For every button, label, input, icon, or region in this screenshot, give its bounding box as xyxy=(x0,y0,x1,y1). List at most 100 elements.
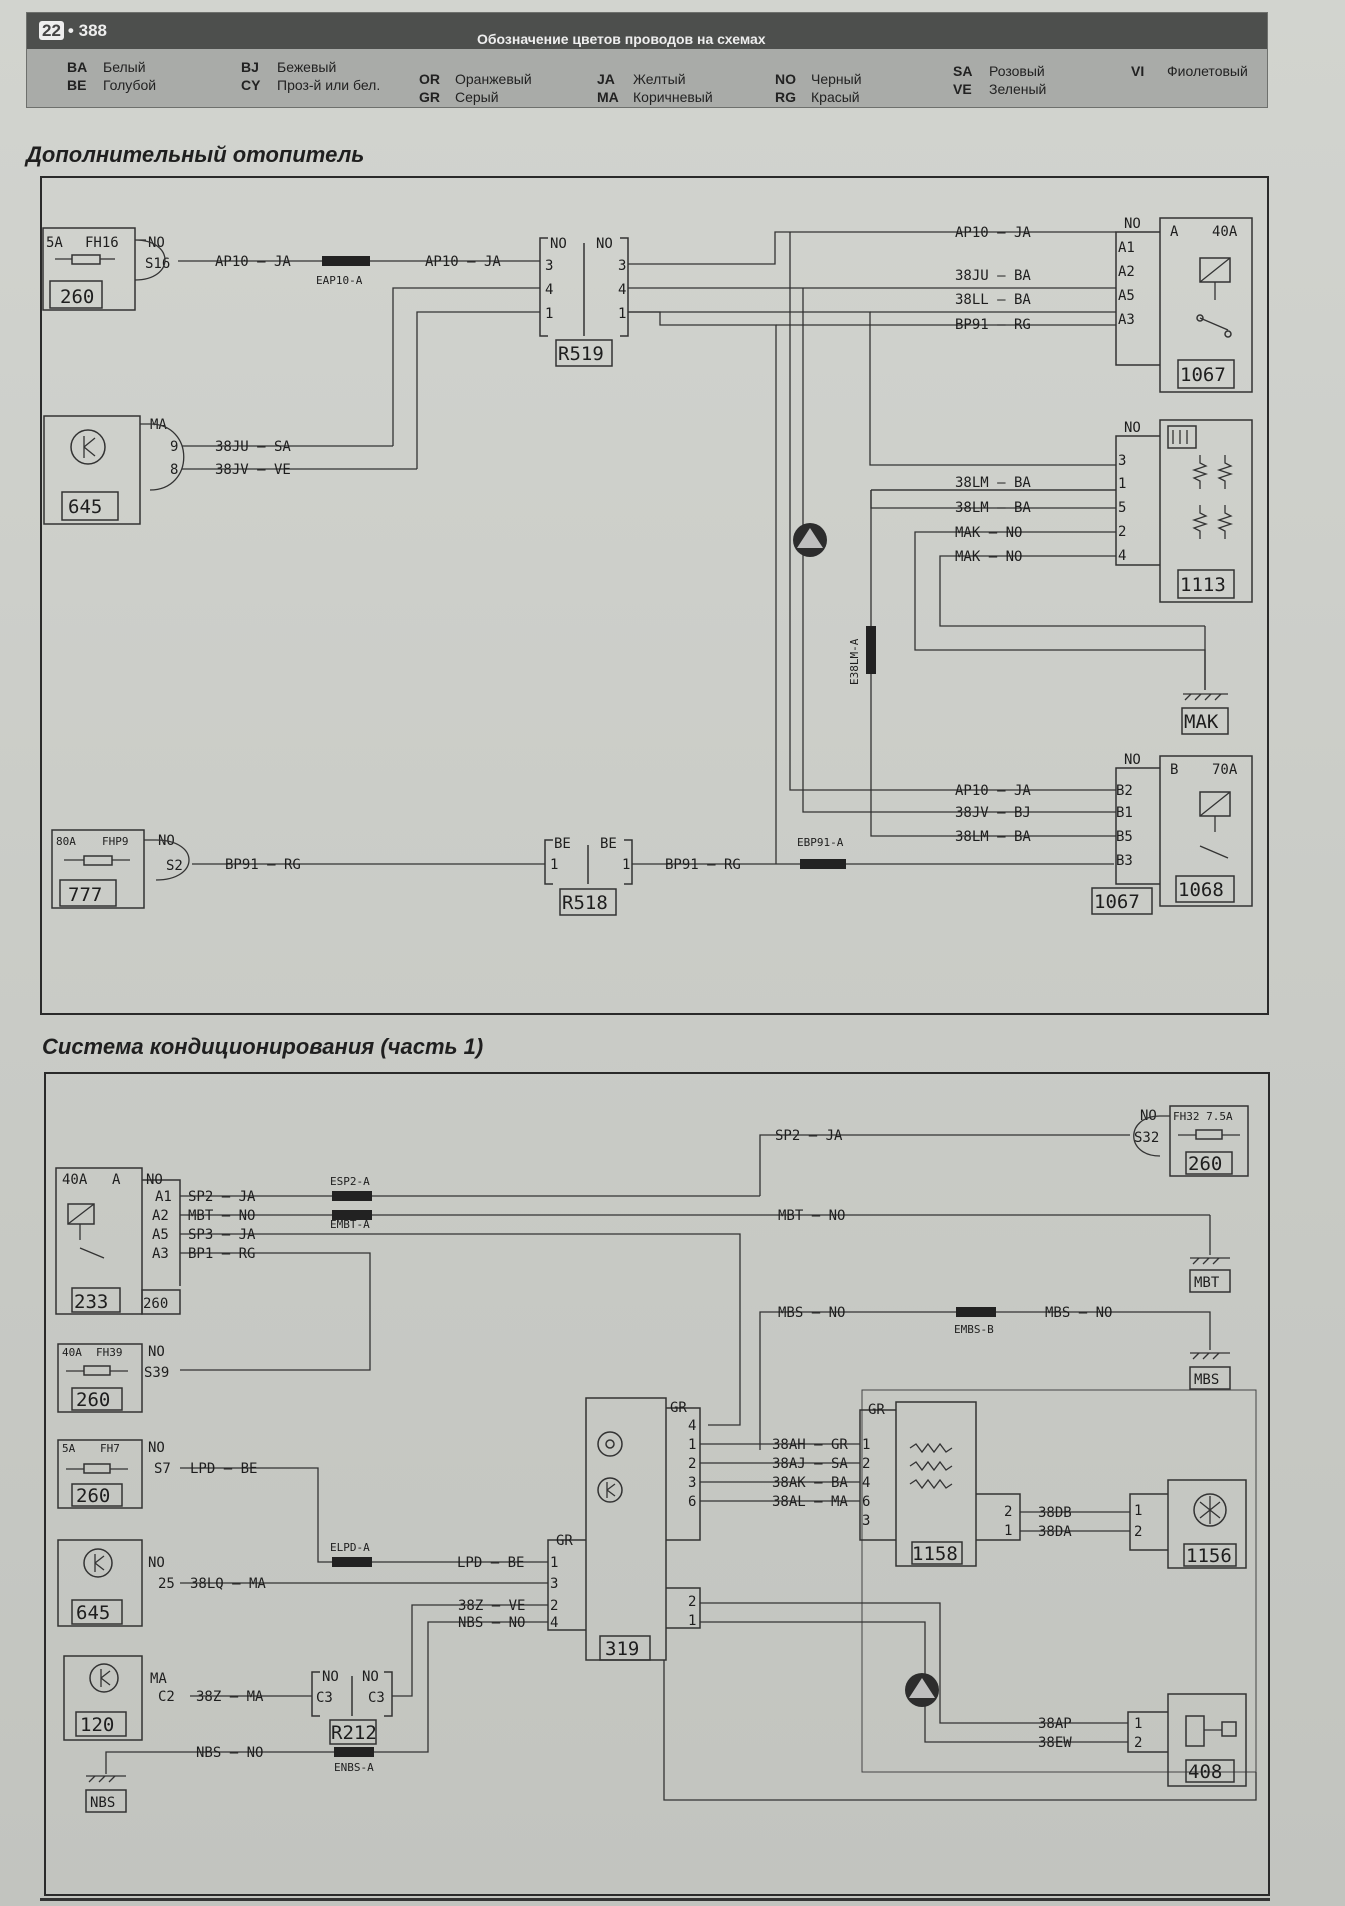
r518-color-left: BE xyxy=(554,836,571,852)
relay-b-label: B xyxy=(1170,762,1178,778)
r519-color-right: NO xyxy=(596,236,613,252)
relay-b-pin-b2: B2 xyxy=(1116,783,1133,799)
relay-a-id: 1067 xyxy=(1180,364,1226,386)
splice-enbs xyxy=(334,1747,374,1757)
resistor-pin-right-2: 2 xyxy=(1004,1504,1012,1520)
fuse-fh16-pin: S16 xyxy=(145,256,170,272)
wire-sp2-ja-2: SP2 — JA xyxy=(775,1128,843,1144)
r519-pin-left-1: 1 xyxy=(545,306,553,322)
resistor-1158-color: GR xyxy=(868,1402,885,1418)
wire-38ah-gr: 38AH — GR xyxy=(772,1437,848,1453)
connector-r518: BE BE 1 1 R518 xyxy=(544,836,633,916)
fan-pin-2: 2 xyxy=(1134,1524,1142,1540)
wire-38lm-ba-1: 38LM — BA xyxy=(955,475,1031,491)
page-bottom-rule xyxy=(40,1898,1270,1901)
legend-color-name: Зеленый xyxy=(989,81,1047,97)
legend-code: SA xyxy=(953,63,973,79)
legend-title: Обозначение цветов проводов на схемах xyxy=(477,31,766,47)
ecu-pin-left-4: 4 xyxy=(550,1615,558,1631)
relay-a-rating: 40A xyxy=(1212,224,1238,240)
resistor-pin-right-1: 1 xyxy=(1004,1523,1012,1539)
r518-pin-right: 1 xyxy=(622,857,630,873)
compressor-408: 1 2 408 xyxy=(1127,1693,1247,1787)
wire-sp3-ja: SP3 — JA xyxy=(188,1227,256,1243)
legend-code: BE xyxy=(67,77,87,93)
relay-b-pin-b1: B1 xyxy=(1116,805,1133,821)
legend-code: BJ xyxy=(241,59,259,75)
heater-pin-5: 5 xyxy=(1118,500,1126,516)
fuse-fh7-pin: S7 xyxy=(154,1461,171,1477)
relay-b-id: 1068 xyxy=(1178,879,1224,901)
relay-233: 40A A 233 260 NO A1 A2 A5 A3 xyxy=(55,1167,181,1315)
unit-120-id: 120 xyxy=(80,1714,114,1736)
splice-ebp91-label: EBP91-A xyxy=(797,836,844,849)
heater-pin-1: 1 xyxy=(1118,476,1126,492)
wire-sp2-ja-1: SP2 — JA xyxy=(188,1189,256,1205)
r519-pin-left-3: 3 xyxy=(545,258,553,274)
ecu-pin-top-1: 1 xyxy=(688,1437,696,1453)
wire-mbs-no-1: MBS — NO xyxy=(778,1305,845,1321)
ecu-pin-top-2: 2 xyxy=(688,1456,696,1472)
legend-code: GR xyxy=(419,89,440,105)
splice-e38lm xyxy=(866,626,876,674)
wire-mbt-no-1: MBT — NO xyxy=(188,1208,255,1224)
legend-code: NO xyxy=(775,71,796,87)
relay-a-pin-a3: A3 xyxy=(1118,312,1135,328)
comp-pin-1: 1 xyxy=(1134,1716,1142,1732)
legend-color-name: Розовый xyxy=(989,63,1045,79)
legend-color-name: Голубой xyxy=(103,77,157,93)
resistor-pin-3: 3 xyxy=(862,1513,870,1529)
fuse-fh39-name: FH39 xyxy=(96,1346,123,1359)
r519-color-left: NO xyxy=(550,236,567,252)
page-number: 22• 388 xyxy=(39,21,107,41)
wire-38lm-ba-3: 38LM — BA xyxy=(955,829,1031,845)
ecu-pin-left-1: 1 xyxy=(550,1555,558,1571)
ecu-pin-left-3: 3 xyxy=(550,1576,558,1592)
relay-a-label: A xyxy=(1170,224,1179,240)
legend-code: VE xyxy=(953,81,972,97)
splice-embt-label: EMBT-A xyxy=(330,1218,370,1231)
header-bar xyxy=(27,13,1267,49)
splice-embt xyxy=(332,1210,372,1220)
fuse-fhp9-box: 777 xyxy=(68,884,102,906)
ground-mbs-label: MBS xyxy=(1194,1372,1219,1388)
splice-elpd-label: ELPD-A xyxy=(330,1541,370,1554)
fuse-fh7-color: NO xyxy=(148,1440,165,1456)
relay-233-rating: 40A xyxy=(62,1172,88,1188)
wire-mak-no-1: MAK — NO xyxy=(955,525,1022,541)
relay-b-color: NO xyxy=(1124,752,1141,768)
wire-lpd-be-1: LPD — BE xyxy=(190,1461,257,1477)
relay-233-color: NO xyxy=(146,1172,163,1188)
section-title-ac: Система кондиционирования (часть 1) xyxy=(42,1034,484,1059)
legend-entry: VI Фиолетовый xyxy=(1131,63,1248,79)
relay-b-pin-b3: B3 xyxy=(1116,853,1133,869)
legend-color-name: Фиолетовый xyxy=(1167,63,1248,79)
ecu-319-color-top: GR xyxy=(670,1400,687,1416)
unit-645-ac: 645 NO 25 xyxy=(57,1539,175,1627)
fuse-fh39: 40A FH39 260 NO S39 xyxy=(57,1343,169,1413)
unit-645-heater: 645 MA 9 8 xyxy=(43,415,185,525)
fan-1156-id: 1156 xyxy=(1186,1545,1232,1567)
relay-233-label: A xyxy=(112,1172,121,1188)
legend-color-name: Черный xyxy=(811,71,862,87)
splice-eap10-label: EAP10-A xyxy=(316,274,363,287)
legend-color-name: Проз-й или бел. xyxy=(277,77,381,93)
r519-pin-right-4: 4 xyxy=(618,282,626,298)
wire-nbs-no-1: NBS — NO xyxy=(458,1615,525,1631)
fan-pin-1: 1 xyxy=(1134,1503,1142,1519)
fuse-fh16: 5A FH16 260 NO S16 xyxy=(42,227,170,311)
relay-233-pin-a3: A3 xyxy=(152,1246,169,1262)
wire-38ju-sa: 38JU — SA xyxy=(215,439,291,455)
vehicle-emblem-icon xyxy=(793,523,827,557)
resistor-pin-2: 2 xyxy=(862,1456,870,1472)
splice-ebp91 xyxy=(800,859,846,869)
resistor-1158-id: 1158 xyxy=(912,1543,958,1565)
legend-code: VI xyxy=(1131,63,1145,79)
relay-233-pin-a2: A2 xyxy=(152,1208,169,1224)
